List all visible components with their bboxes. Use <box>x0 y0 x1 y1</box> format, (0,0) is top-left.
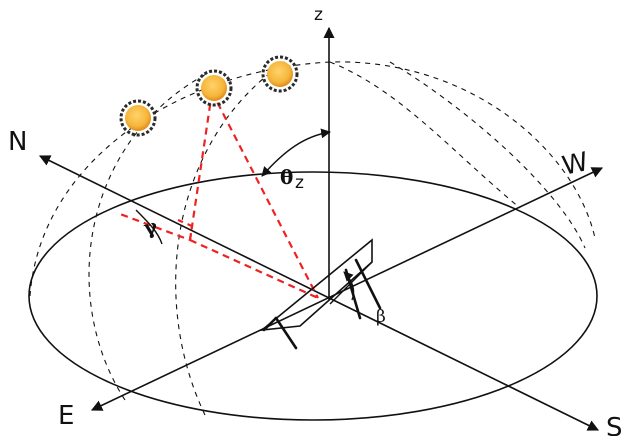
zenith-label: z <box>314 5 323 25</box>
east-label: E <box>58 401 74 431</box>
svg-text:θ: θ <box>280 165 293 189</box>
east-west-axis <box>90 167 604 411</box>
sun-icon <box>119 99 157 137</box>
south-label: S <box>606 413 623 436</box>
north-label: N <box>8 127 27 157</box>
slope-label: β <box>376 307 386 327</box>
sun-projection-lines <box>119 91 319 300</box>
west-label: W <box>560 147 591 182</box>
slope-angle-arc <box>343 271 355 301</box>
surface-azimuth-label: γ <box>141 213 161 240</box>
sun-icon <box>195 69 233 107</box>
zenith-angle-arc <box>261 128 331 177</box>
zenith-angle-label: θ z <box>280 165 304 193</box>
surface-azimuth-arc <box>135 209 163 245</box>
sun-icon <box>261 55 299 93</box>
svg-text:z: z <box>295 173 304 193</box>
sky-dome-arcs <box>29 61 596 416</box>
